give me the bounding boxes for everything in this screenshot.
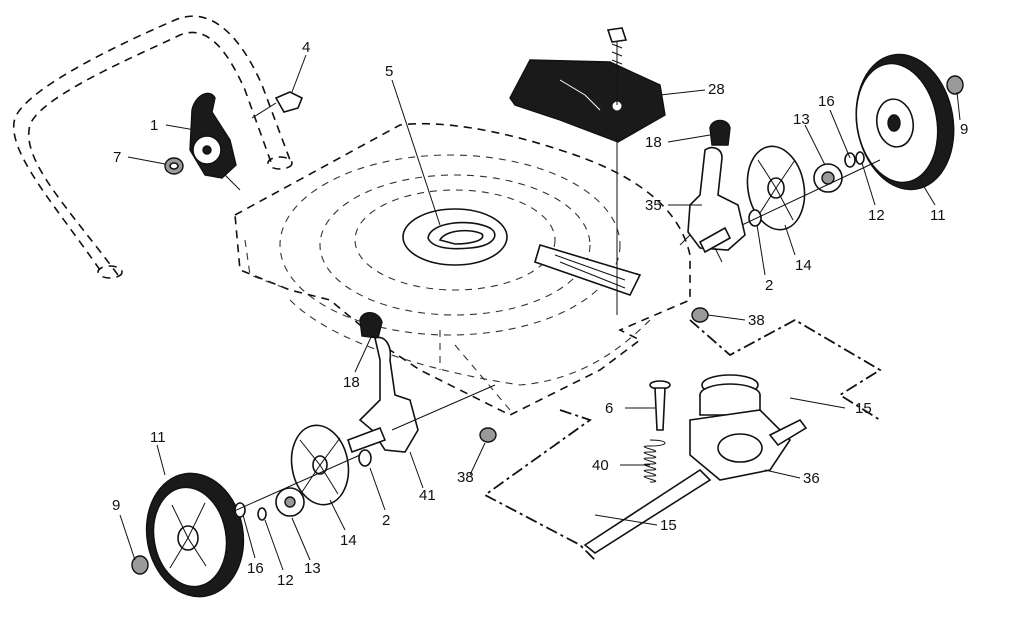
callout-28: 28 (708, 81, 725, 98)
callout-9-upper: 9 (960, 121, 968, 138)
callout-16-upper: 16 (818, 93, 835, 110)
callout-15-lower: 15 (660, 517, 677, 534)
callout-11-lower: 11 (150, 429, 166, 446)
left-hubcap-part (290, 424, 350, 506)
callout-labels: 1 4 5 7 28 18 16 9 13 35 12 11 14 2 38 1… (112, 39, 968, 589)
callout-11-upper: 11 (930, 207, 946, 224)
control-bracket-part (189, 92, 241, 191)
callout-5: 5 (385, 63, 393, 80)
spring-part (643, 439, 666, 483)
callout-12-upper: 12 (868, 207, 885, 224)
cover-part (509, 59, 666, 143)
callout-6: 6 (605, 400, 613, 417)
left-washers (131, 427, 497, 575)
belt-part (402, 208, 642, 296)
leader-lines (119, 54, 961, 571)
callout-38-lower: 38 (457, 469, 474, 486)
callout-40: 40 (592, 457, 609, 474)
height-adjuster-right (679, 119, 746, 263)
left-wheel-part (145, 472, 245, 598)
callout-13-upper: 13 (793, 111, 810, 128)
callout-1: 1 (150, 117, 158, 134)
callout-7: 7 (113, 149, 121, 166)
callout-4: 4 (302, 39, 310, 56)
callout-18-upper: 18 (645, 134, 662, 151)
height-adjuster-left (346, 312, 496, 454)
handle-outline (12, 15, 293, 279)
callout-2-lower: 2 (382, 512, 390, 529)
nut-38-upper (691, 307, 709, 323)
callout-35: 35 (645, 197, 662, 214)
mower-deck (234, 122, 691, 416)
callout-18-lower: 18 (343, 374, 360, 391)
callout-12-lower: 12 (277, 572, 294, 589)
left-gear-part (275, 487, 305, 517)
right-hubcap-part (746, 145, 806, 231)
cover-bolt-part (606, 27, 628, 315)
callout-16-lower: 16 (247, 560, 264, 577)
callout-38-upper: 38 (748, 312, 765, 329)
pin-part (649, 380, 671, 431)
transmission-part (583, 374, 808, 554)
nut-part (164, 157, 184, 175)
callout-14-upper: 14 (795, 257, 812, 274)
callout-36: 36 (803, 470, 820, 487)
callout-2-upper: 2 (765, 277, 773, 294)
callout-9-lower: 9 (112, 497, 120, 514)
callout-41: 41 (419, 487, 436, 504)
callout-15-upper: 15 (855, 400, 872, 417)
bolt-part (251, 91, 304, 119)
right-gear-part (813, 163, 843, 193)
callout-14-lower: 14 (340, 532, 357, 549)
assembly-lines (483, 318, 882, 561)
right-washers (748, 75, 964, 227)
right-wheel-part (855, 53, 955, 191)
callout-13-lower: 13 (304, 560, 321, 577)
